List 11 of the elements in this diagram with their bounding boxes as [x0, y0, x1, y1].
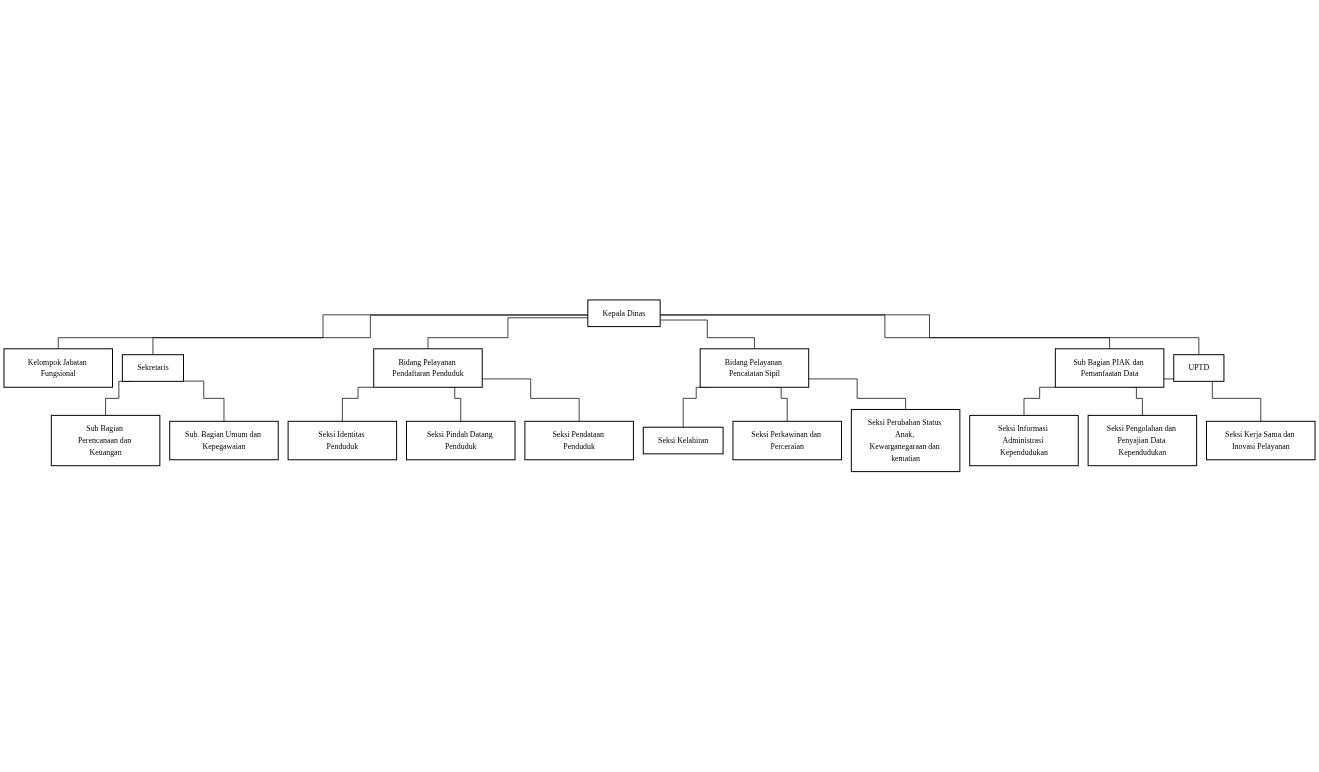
connector: [183, 380, 225, 422]
connector: [808, 378, 906, 411]
connector: [481, 378, 580, 422]
connector: [1023, 387, 1056, 416]
connector: [659, 319, 755, 350]
connector: [427, 317, 589, 350]
connector: [57, 314, 589, 350]
connector: [659, 314, 1200, 356]
connector: [342, 387, 375, 422]
connector: [659, 314, 1110, 350]
connector: [152, 315, 589, 356]
